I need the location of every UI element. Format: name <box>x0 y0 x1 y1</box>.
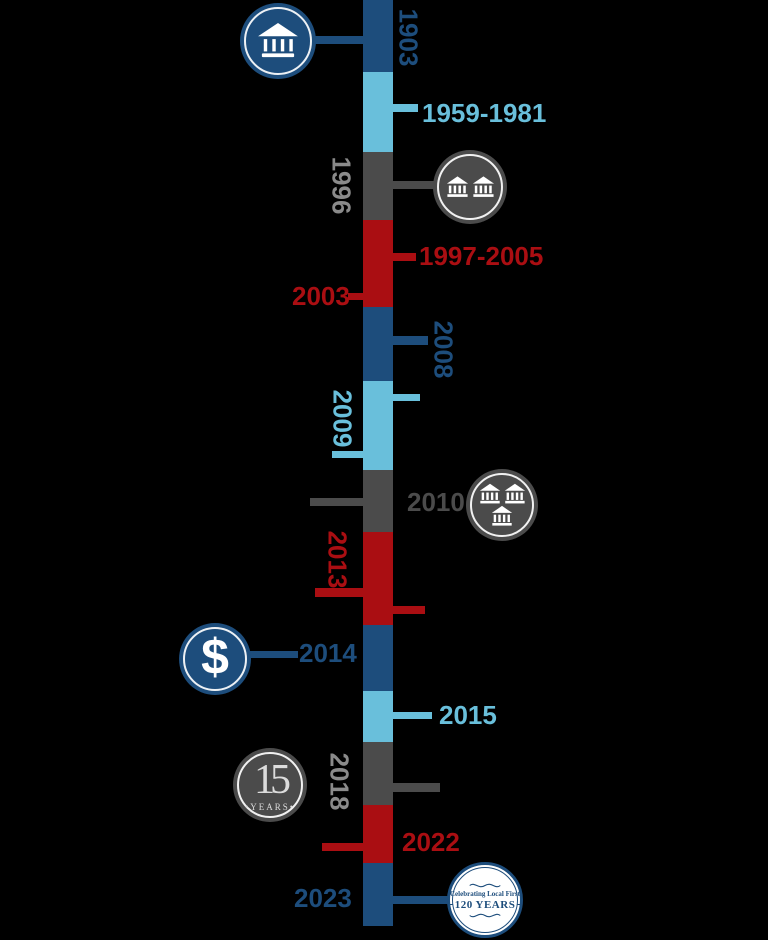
tick-2013-right <box>393 606 425 614</box>
three-banks-icon-circle <box>466 469 538 541</box>
badge-line2: 120 YEARS <box>447 898 523 911</box>
timeline-segment-2009 <box>363 381 393 470</box>
year-label-1959-1981: 1959-1981 <box>422 98 547 128</box>
tick-2022 <box>322 843 363 851</box>
connector-2014 <box>249 651 298 658</box>
fifteen-years-caption: •YEARS• <box>245 801 295 812</box>
year-label-1903: 1903 <box>393 8 424 67</box>
tick-2015 <box>393 712 432 719</box>
bank-icon <box>258 23 298 58</box>
dollar-icon-circle: $ <box>179 623 251 695</box>
tick-2010 <box>310 498 363 506</box>
year-label-2018: 2018 <box>324 752 355 811</box>
timeline-bar <box>363 0 393 926</box>
badge-left-dash <box>447 904 453 905</box>
badge-flourish-top-icon <box>469 883 501 887</box>
year-label-2009: 2009 <box>327 389 358 448</box>
badge-line1: Celebrating Local First <box>450 889 520 898</box>
tick-2013-left <box>315 588 363 597</box>
tick-2003 <box>348 293 363 300</box>
timeline-segment-2014 <box>363 625 393 691</box>
timeline-segment-1903 <box>363 0 393 72</box>
year-label-2013: 2013 <box>322 530 353 589</box>
year-label-2003: 2003 <box>292 281 350 311</box>
year-label-2010: 2010 <box>407 487 465 517</box>
year-label-2023: 2023 <box>294 883 352 913</box>
tick-2008 <box>393 336 428 345</box>
year-label-2008: 2008 <box>428 320 459 379</box>
dollar-icon: $ <box>201 629 229 685</box>
timeline-segment-1997-2005 <box>363 220 393 307</box>
three-banks-icon <box>479 483 526 526</box>
anniversary-badge-icon: Celebrating Local First 120 YEARS <box>447 862 523 938</box>
year-label-1996: 1996 <box>326 156 357 215</box>
badge-years-text: 120 YEARS <box>454 898 516 911</box>
timeline-segment-2022 <box>363 805 393 863</box>
year-label-1997-2005: 1997-2005 <box>419 241 544 271</box>
tick-2018 <box>393 783 440 792</box>
timeline-segment-2010 <box>363 470 393 532</box>
badge-right-dash <box>517 904 523 905</box>
bank-icon-circle <box>240 3 316 79</box>
tick-1959-1981 <box>393 104 418 112</box>
tick-2009-right <box>393 394 420 401</box>
timeline-segment-2015 <box>363 691 393 742</box>
connector-1903 <box>300 36 363 44</box>
timeline-segment-2018 <box>363 742 393 805</box>
two-banks-icon <box>446 176 495 197</box>
fifteen-years-icon-circle: 15 •YEARS• <box>233 748 307 822</box>
timeline-segment-2013 <box>363 532 393 625</box>
year-label-2022: 2022 <box>402 827 460 857</box>
fifteen-years-number: 15 <box>254 756 291 803</box>
year-label-2015: 2015 <box>439 700 497 730</box>
timeline-segment-1959-1981 <box>363 72 393 152</box>
connector-1996 <box>393 181 438 189</box>
connector-2023 <box>393 896 451 904</box>
badge-flourish-bottom-icon <box>469 913 501 917</box>
fifteen-years-icon: 15 •YEARS• <box>245 759 295 812</box>
tick-1997-2005 <box>393 253 416 261</box>
two-banks-icon-circle <box>433 150 507 224</box>
year-label-2014: 2014 <box>299 638 357 668</box>
timeline-segment-2008 <box>363 307 393 381</box>
timeline-segment-1996 <box>363 152 393 220</box>
timeline-segment-2023 <box>363 863 393 926</box>
tick-2009-left <box>332 451 363 458</box>
